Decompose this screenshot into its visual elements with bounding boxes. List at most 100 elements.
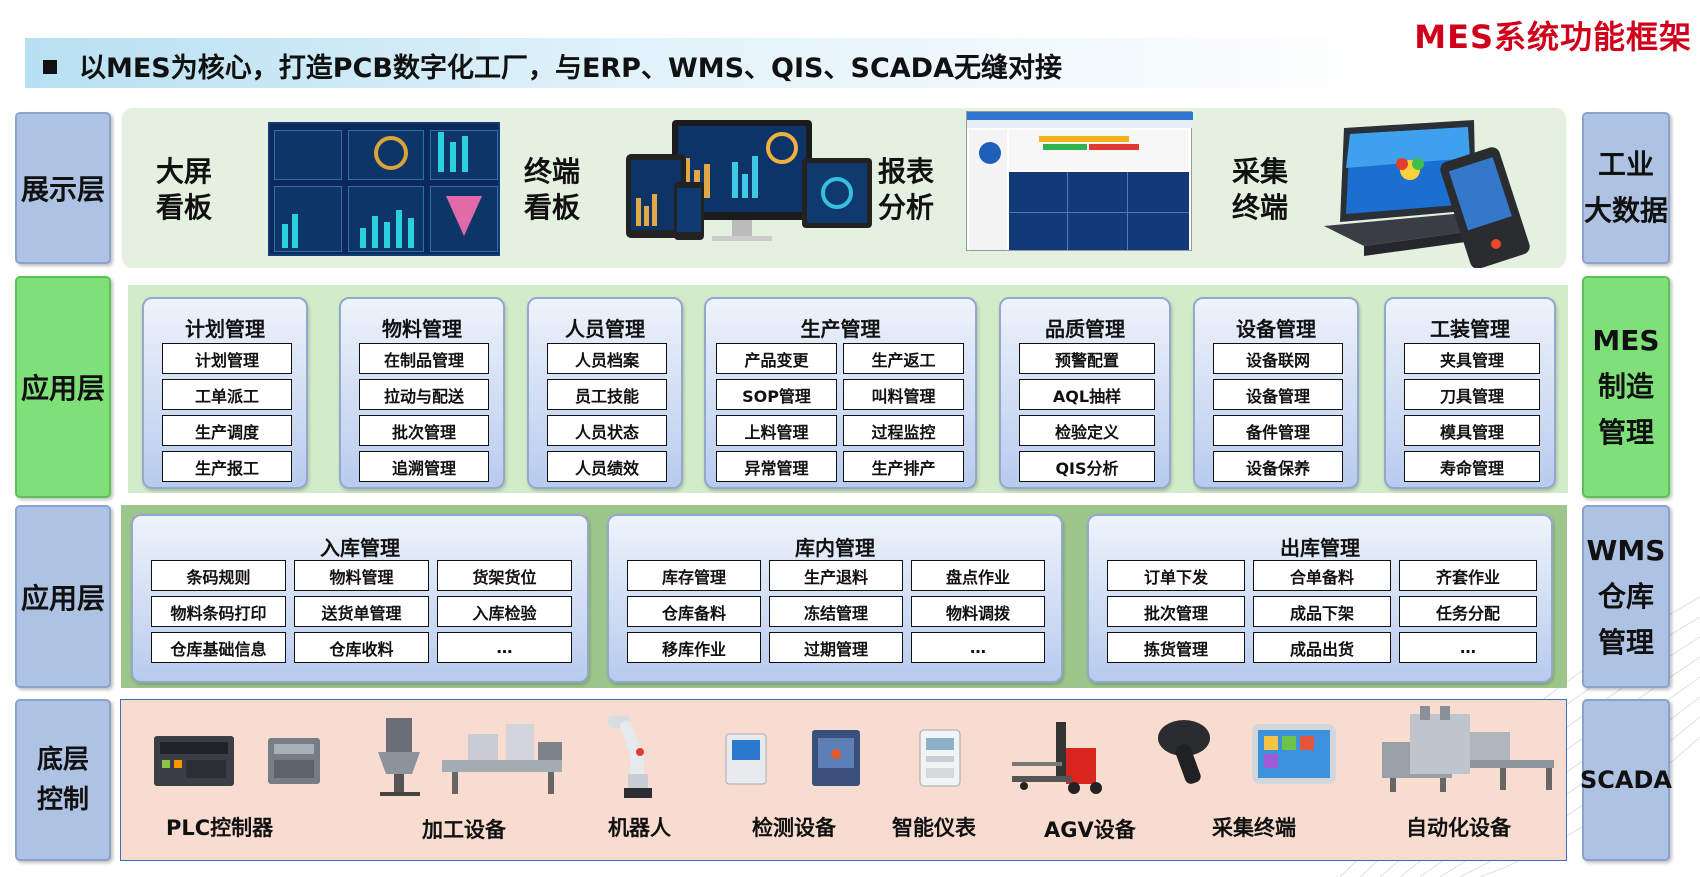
smart-meter-image bbox=[919, 729, 961, 787]
wms-function-item[interactable]: 物料管理 bbox=[294, 560, 429, 591]
subtitle-bar: 以MES为核心，打造PCB数字化工厂，与ERP、WMS、QIS、SCADA无缝对… bbox=[25, 38, 1385, 88]
wms-function-item[interactable]: 库存管理 bbox=[627, 560, 761, 591]
mes-function-item[interactable]: 叫料管理 bbox=[843, 379, 964, 410]
mes-module-card: 设备管理设备联网设备管理备件管理设备保养 bbox=[1193, 297, 1359, 489]
wms-function-item[interactable]: 物料调拨 bbox=[911, 596, 1045, 627]
wms-function-item[interactable]: 成品下架 bbox=[1253, 596, 1391, 627]
device-label-agv: AGV设备 bbox=[1044, 818, 1136, 842]
mes-function-item[interactable]: 工单派工 bbox=[162, 379, 292, 410]
mes-function-item[interactable]: 夹具管理 bbox=[1404, 343, 1540, 374]
wms-function-item[interactable]: 生产退料 bbox=[769, 560, 903, 591]
mes-function-item[interactable]: 追溯管理 bbox=[359, 451, 489, 482]
device-label-plc: PLC控制器 bbox=[166, 816, 274, 840]
mes-function-item[interactable]: SOP管理 bbox=[716, 379, 837, 410]
mes-module-title: 物料管理 bbox=[382, 317, 462, 341]
mes-function-item[interactable]: 员工技能 bbox=[547, 379, 667, 410]
wms-function-item[interactable]: 入库检验 bbox=[437, 596, 572, 627]
wms-function-item[interactable]: 订单下发 bbox=[1107, 560, 1245, 591]
wms-function-item[interactable]: 拣货管理 bbox=[1107, 632, 1245, 663]
wms-function-item[interactable]: 成品出货 bbox=[1253, 632, 1391, 663]
wms-module-card: 库内管理库存管理生产退料盘点作业仓库备料冻结管理物料调拨移库作业过期管理 … bbox=[607, 514, 1063, 683]
wms-function-item[interactable]: 仓库备料 bbox=[627, 596, 761, 627]
mes-function-item[interactable]: 生产报工 bbox=[162, 451, 292, 482]
wms-function-item[interactable]: 货架货位 bbox=[437, 560, 572, 591]
mes-module-card: 物料管理在制品管理拉动与配送批次管理追溯管理 bbox=[339, 297, 505, 489]
mes-function-item[interactable]: 检验定义 bbox=[1019, 415, 1155, 446]
mes-module-title: 计划管理 bbox=[185, 317, 265, 341]
mes-function-item[interactable]: 过程监控 bbox=[843, 415, 964, 446]
label-wms-app-layer: 应用层 bbox=[15, 505, 111, 688]
inspection-equipment-image bbox=[725, 730, 860, 786]
report-analysis-image bbox=[966, 111, 1193, 251]
mes-function-item[interactable]: 在制品管理 bbox=[359, 343, 489, 374]
mes-module-card: 计划管理计划管理工单派工生产调度生产报工 bbox=[142, 297, 308, 489]
label-mes-management: MES 制造 管理 bbox=[1582, 276, 1670, 498]
mes-module-title: 设备管理 bbox=[1236, 317, 1316, 341]
wms-function-item[interactable]: 盘点作业 bbox=[911, 560, 1045, 591]
wms-function-item[interactable]: 仓库基础信息 bbox=[151, 632, 286, 663]
mes-function-item[interactable]: 计划管理 bbox=[162, 343, 292, 374]
wms-function-item[interactable]: 送货单管理 bbox=[294, 596, 429, 627]
wms-function-item[interactable]: 条码规则 bbox=[151, 560, 286, 591]
wms-function-item[interactable]: 齐套作业 bbox=[1399, 560, 1537, 591]
wms-module-card: 入库管理条码规则物料管理货架货位物料条码打印送货单管理入库检验仓库基础信息仓库收… bbox=[131, 514, 589, 683]
device-label-meter: 智能仪表 bbox=[892, 816, 976, 840]
mes-function-item[interactable]: 拉动与配送 bbox=[359, 379, 489, 410]
processing-equipment-image bbox=[378, 718, 562, 796]
robot-image bbox=[608, 716, 652, 798]
mes-function-item[interactable]: 寿命管理 bbox=[1404, 451, 1540, 482]
mes-function-item[interactable]: 人员绩效 bbox=[547, 451, 667, 482]
mes-function-item[interactable]: AQL抽样 bbox=[1019, 379, 1155, 410]
bigscreen-dashboard-image bbox=[268, 122, 500, 256]
device-label-inspection: 检测设备 bbox=[752, 816, 836, 840]
mes-function-item[interactable]: 设备管理 bbox=[1213, 379, 1343, 410]
wms-function-item[interactable]: … bbox=[437, 632, 572, 663]
display-label-report: 报表 分析 bbox=[878, 155, 935, 224]
automation-equipment-image bbox=[1382, 706, 1554, 792]
display-label-collection: 采集 终端 bbox=[1232, 155, 1289, 224]
wms-function-item[interactable]: 移库作业 bbox=[627, 632, 761, 663]
mes-module-card: 人员管理人员档案员工技能人员状态人员绩效 bbox=[527, 297, 683, 489]
subtitle-text: 以MES为核心，打造PCB数字化工厂，与ERP、WMS、QIS、SCADA无缝对… bbox=[79, 53, 1062, 84]
wms-module-title: 入库管理 bbox=[320, 536, 400, 560]
terminal-devices-image bbox=[626, 120, 872, 241]
mes-function-item[interactable]: 产品变更 bbox=[716, 343, 837, 374]
wms-module-card: 出库管理订单下发合单备料齐套作业批次管理成品下架任务分配拣货管理成品出货 … bbox=[1087, 514, 1553, 683]
wms-module-title: 出库管理 bbox=[1280, 536, 1360, 560]
display-label-bigscreen: 大屏 看板 bbox=[156, 155, 213, 224]
label-display-layer: 展示层 bbox=[15, 112, 111, 264]
wms-function-item[interactable]: 冻结管理 bbox=[769, 596, 903, 627]
mes-module-card: 品质管理预警配置 AQL抽样检验定义 QIS分析 bbox=[999, 297, 1171, 489]
display-label-terminal: 终端 看板 bbox=[524, 155, 581, 224]
mes-function-item[interactable]: 异常管理 bbox=[716, 451, 837, 482]
square-bullet-icon bbox=[43, 60, 57, 74]
mes-function-item[interactable]: 生产调度 bbox=[162, 415, 292, 446]
mes-function-item[interactable]: 设备保养 bbox=[1213, 451, 1343, 482]
wms-function-item[interactable]: 合单备料 bbox=[1253, 560, 1391, 591]
wms-function-item[interactable]: … bbox=[1399, 632, 1537, 663]
mes-function-item[interactable]: 预警配置 bbox=[1019, 343, 1155, 374]
wms-function-item[interactable]: 仓库收料 bbox=[294, 632, 429, 663]
wms-function-item[interactable]: … bbox=[911, 632, 1045, 663]
wms-function-item[interactable]: 物料条码打印 bbox=[151, 596, 286, 627]
wms-module-title: 库内管理 bbox=[795, 536, 875, 560]
wms-function-item[interactable]: 批次管理 bbox=[1107, 596, 1245, 627]
mes-function-item[interactable]: 设备联网 bbox=[1213, 343, 1343, 374]
mes-function-item[interactable]: QIS分析 bbox=[1019, 451, 1155, 482]
wms-function-item[interactable]: 过期管理 bbox=[769, 632, 903, 663]
mes-function-item[interactable]: 批次管理 bbox=[359, 415, 489, 446]
device-label-collection: 采集终端 bbox=[1212, 816, 1296, 840]
mes-function-item[interactable]: 人员档案 bbox=[547, 343, 667, 374]
label-mes-app-layer: 应用层 bbox=[15, 276, 111, 498]
mes-function-item[interactable]: 刀具管理 bbox=[1404, 379, 1540, 410]
mes-function-item[interactable]: 生产返工 bbox=[843, 343, 964, 374]
page-title: MES系统功能框架 bbox=[1414, 18, 1692, 56]
mes-function-item[interactable]: 备件管理 bbox=[1213, 415, 1343, 446]
mes-function-item[interactable]: 人员状态 bbox=[547, 415, 667, 446]
mes-function-item[interactable]: 生产排产 bbox=[843, 451, 964, 482]
mes-module-card: 工装管理夹具管理刀具管理模具管理寿命管理 bbox=[1384, 297, 1556, 489]
wms-function-item[interactable]: 任务分配 bbox=[1399, 596, 1537, 627]
mes-function-item[interactable]: 模具管理 bbox=[1404, 415, 1540, 446]
mes-module-title: 品质管理 bbox=[1045, 317, 1125, 341]
mes-function-item[interactable]: 上料管理 bbox=[716, 415, 837, 446]
